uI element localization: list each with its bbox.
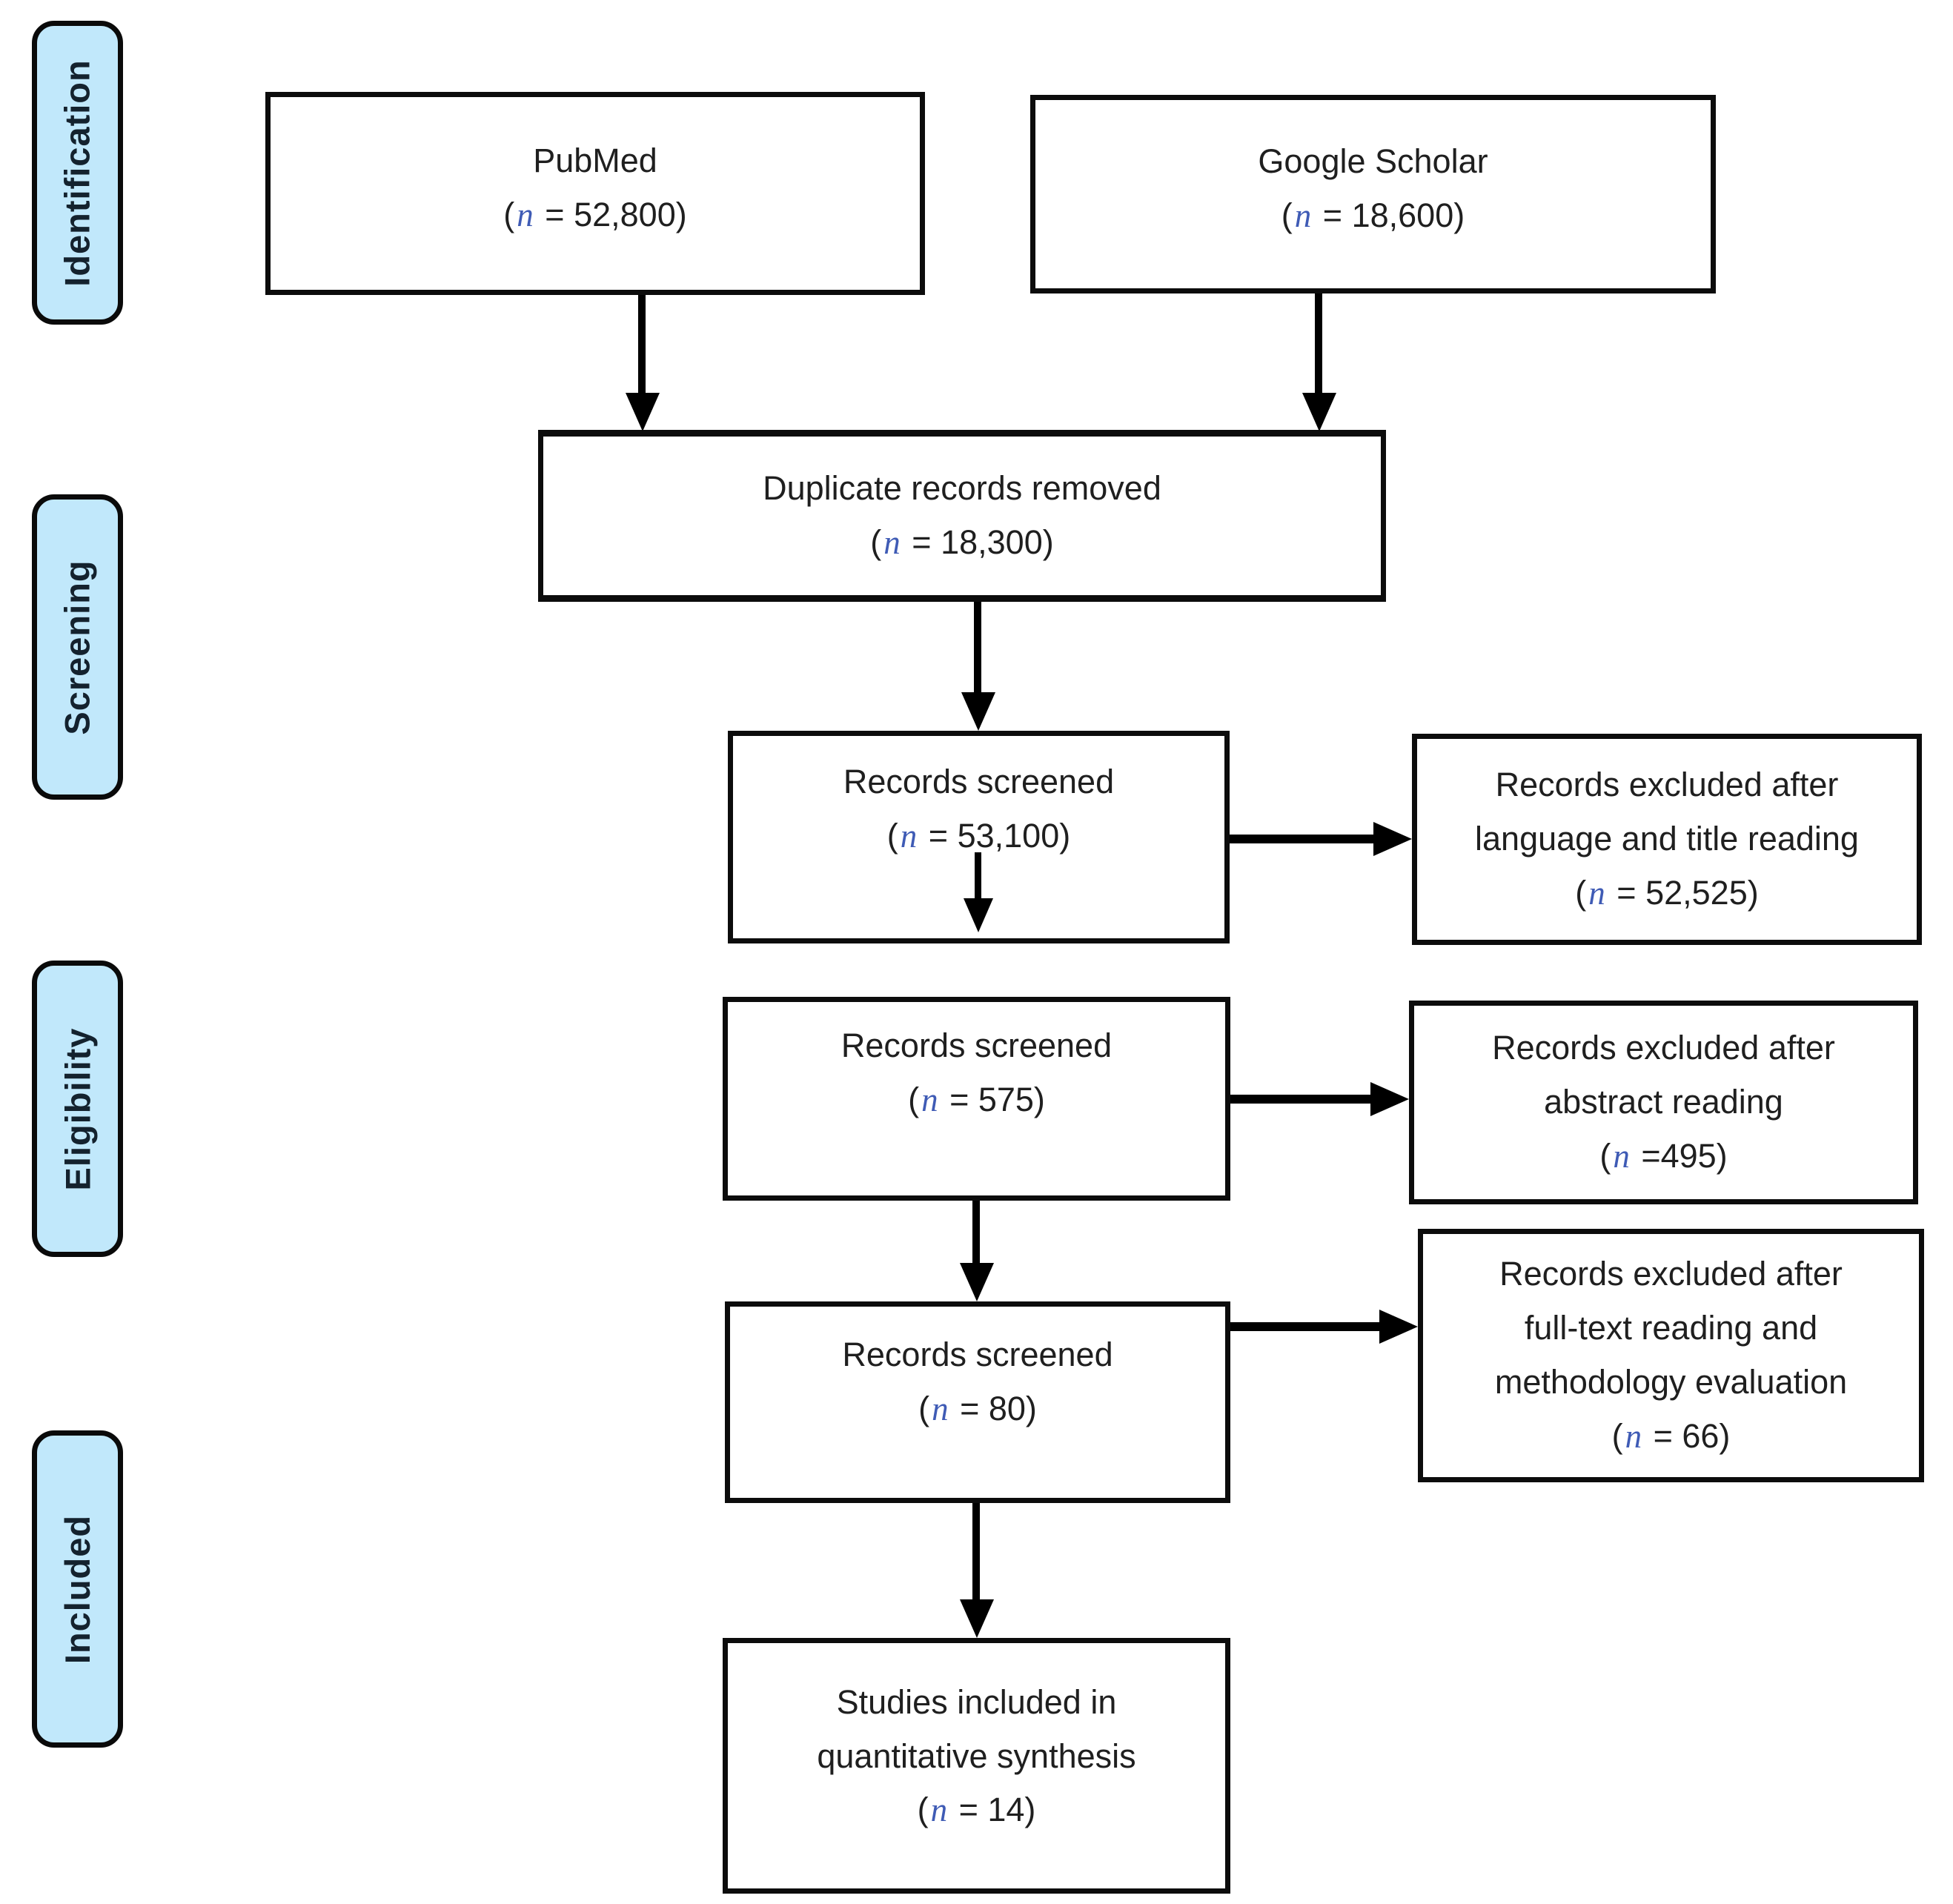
node-pubmed-label: PubMed xyxy=(533,142,657,180)
node-excluded-language-title-line1: Records excluded after xyxy=(1495,766,1839,804)
count-open: ( xyxy=(1575,873,1587,912)
node-excluded-fulltext-line3: methodology evaluation xyxy=(1494,1363,1848,1401)
node-records-screened-2-count: (n = 575) xyxy=(908,1073,1045,1127)
count-open: ( xyxy=(1599,1136,1611,1175)
node-excluded-fulltext-count: (n = 66) xyxy=(1612,1410,1731,1464)
stage-eligibility: Eligibility xyxy=(32,961,123,1257)
stage-included: Included xyxy=(32,1430,123,1748)
n-symbol: n xyxy=(930,1791,948,1829)
node-records-screened-2-label: Records screened xyxy=(840,1026,1113,1064)
arrow-screened2-to-excluded2-head xyxy=(1370,1082,1409,1116)
arrow-duplicates-to-screened1-stem xyxy=(974,602,981,694)
node-duplicates-removed-count: (n = 18,300) xyxy=(870,516,1053,570)
node-records-screened-3-count: (n = 80) xyxy=(918,1382,1037,1436)
node-records-screened-1-count: (n = 53,100) xyxy=(887,809,1070,863)
node-google-scholar: Google Scholar (n = 18,600) xyxy=(1030,95,1716,293)
arrow-screened3-to-excluded3-stem xyxy=(1230,1322,1381,1331)
node-records-screened-2: Records screened (n = 575) xyxy=(723,997,1230,1201)
node-duplicates-removed: Duplicate records removed (n = 18,300) xyxy=(538,430,1386,602)
arrow-screened2-to-excluded2-stem xyxy=(1230,1095,1372,1104)
node-excluded-fulltext-line2: full-text reading and xyxy=(1524,1309,1818,1347)
node-duplicates-removed-label: Duplicate records removed xyxy=(763,469,1161,508)
stage-screening: Screening xyxy=(32,494,123,800)
arrow-google-to-duplicates-head xyxy=(1302,393,1336,431)
node-excluded-abstract-count: (n =495) xyxy=(1599,1130,1727,1184)
count-rest: = 14) xyxy=(949,1791,1036,1829)
count-rest: = 52,800) xyxy=(535,196,687,233)
node-included-quantitative: Studies included in quantitative synthes… xyxy=(723,1638,1230,1894)
count-rest: =495) xyxy=(1631,1136,1728,1175)
node-google-scholar-label: Google Scholar xyxy=(1258,142,1488,181)
count-rest: = 18,300) xyxy=(902,523,1054,561)
stage-label-screening: Screening xyxy=(58,559,97,735)
arrow-pubmed-to-duplicates-head xyxy=(626,393,660,431)
node-records-screened-1-label: Records screened xyxy=(843,763,1115,800)
n-symbol: n xyxy=(883,524,901,561)
stage-label-eligibility: Eligibility xyxy=(58,1027,98,1190)
arrow-pubmed-to-duplicates-stem xyxy=(638,295,646,397)
count-open: ( xyxy=(503,196,515,233)
arrow-inside-screened1-head xyxy=(964,898,993,932)
count-open: ( xyxy=(908,1080,920,1118)
node-excluded-language-title-count: (n = 52,525) xyxy=(1575,866,1758,921)
count-rest: = 66) xyxy=(1644,1416,1731,1455)
arrow-screened3-to-included-head xyxy=(960,1599,994,1638)
node-pubmed-count: (n = 52,800) xyxy=(503,188,686,242)
n-symbol: n xyxy=(1588,874,1605,912)
count-rest: = 18,600) xyxy=(1313,196,1465,234)
count-rest: = 575) xyxy=(940,1080,1045,1118)
n-symbol: n xyxy=(921,1081,938,1118)
node-excluded-language-title: Records excluded after language and titl… xyxy=(1412,734,1922,945)
count-open: ( xyxy=(886,816,898,855)
n-symbol: n xyxy=(932,1390,949,1427)
node-included-quantitative-count: (n = 14) xyxy=(918,1783,1036,1837)
arrow-screened2-to-screened3-head xyxy=(960,1263,994,1301)
node-records-screened-3-label: Records screened xyxy=(842,1335,1113,1373)
arrow-screened3-to-excluded3-head xyxy=(1379,1310,1418,1344)
arrow-screened3-to-included-stem xyxy=(972,1503,980,1602)
node-excluded-abstract-line2: abstract reading xyxy=(1544,1083,1783,1121)
count-open: ( xyxy=(1281,196,1293,234)
count-open: ( xyxy=(870,523,882,561)
count-rest: = 80) xyxy=(950,1389,1037,1427)
node-google-scholar-count: (n = 18,600) xyxy=(1281,189,1465,243)
node-excluded-fulltext-line1: Records excluded after xyxy=(1499,1255,1843,1293)
stage-label-identification: Identification xyxy=(58,59,98,287)
n-symbol: n xyxy=(1294,197,1312,234)
n-symbol: n xyxy=(1613,1137,1630,1175)
arrow-screened1-to-excluded1-stem xyxy=(1230,835,1375,843)
node-excluded-abstract: Records excluded after abstract reading … xyxy=(1409,1001,1918,1204)
n-symbol: n xyxy=(1625,1417,1642,1455)
arrow-screened2-to-screened3-stem xyxy=(972,1201,980,1266)
n-symbol: n xyxy=(900,817,918,855)
node-excluded-language-title-line2: language and title reading xyxy=(1475,820,1859,858)
arrow-inside-screened1-stem xyxy=(975,852,981,900)
node-included-quantitative-line2: quantitative synthesis xyxy=(817,1737,1136,1775)
node-excluded-abstract-line1: Records excluded after xyxy=(1492,1029,1835,1067)
node-included-quantitative-line1: Studies included in xyxy=(836,1682,1117,1721)
count-open: ( xyxy=(917,1791,929,1829)
stage-label-included: Included xyxy=(58,1514,98,1664)
arrow-screened1-to-excluded1-head xyxy=(1373,822,1412,856)
count-rest: = 53,100) xyxy=(919,816,1071,855)
arrow-duplicates-to-screened1-head xyxy=(961,692,995,731)
node-records-screened-3: Records screened (n = 80) xyxy=(725,1301,1230,1503)
n-symbol: n xyxy=(517,196,534,233)
node-pubmed: PubMed (n = 52,800) xyxy=(265,92,925,295)
count-rest: = 52,525) xyxy=(1607,873,1759,912)
node-excluded-fulltext: Records excluded after full-text reading… xyxy=(1418,1229,1924,1482)
count-open: ( xyxy=(918,1389,930,1427)
stage-identification: Identification xyxy=(32,21,123,325)
count-open: ( xyxy=(1611,1416,1623,1455)
arrow-google-to-duplicates-stem xyxy=(1315,293,1322,397)
